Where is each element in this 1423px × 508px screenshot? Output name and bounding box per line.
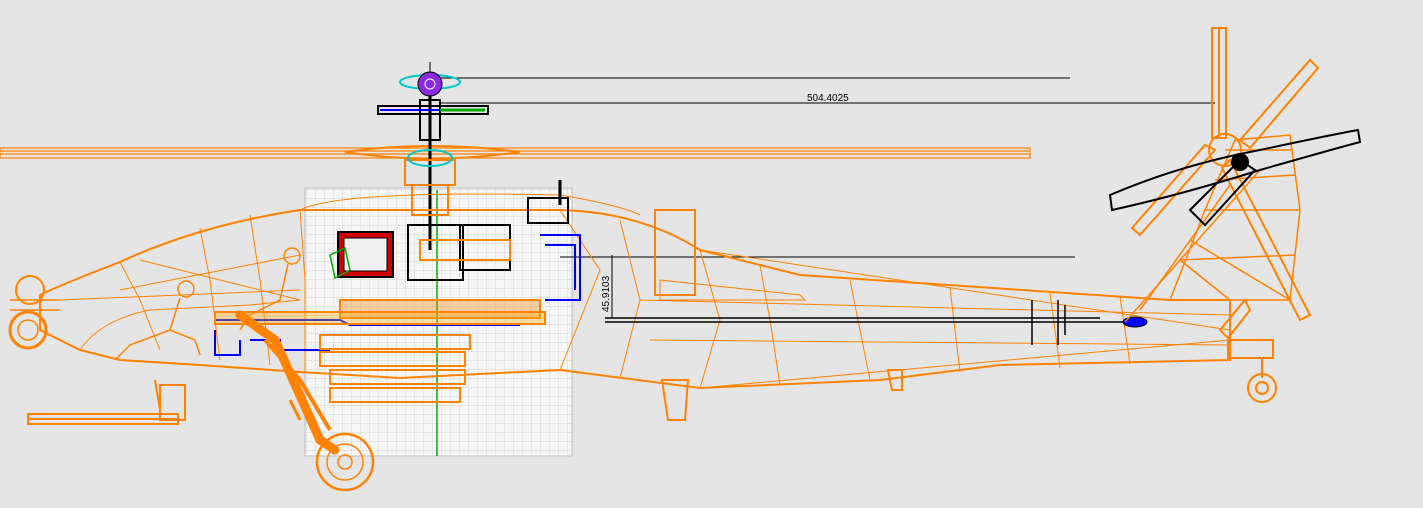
- dimension-horizontal: 504.4025: [807, 93, 849, 104]
- fuselage: [39, 193, 1231, 390]
- tail-drive-shaft: [605, 300, 1140, 345]
- nose-sensor: [8, 275, 60, 350]
- dimension-vertical: 45.9103: [601, 275, 612, 312]
- main-landing-gear: [235, 310, 375, 492]
- tail-wheel: [1218, 298, 1277, 403]
- main-rotor-blade: [0, 145, 1031, 160]
- engine-assembly: [329, 180, 569, 281]
- tail-stabilator: [1108, 128, 1362, 227]
- rotor-mast: [377, 80, 489, 250]
- belly-fin: [660, 369, 903, 421]
- tail-gearbox: [1122, 316, 1148, 328]
- weapon-pylons: [214, 299, 546, 403]
- tail-fin: [1124, 134, 1301, 323]
- tail-rotor: [1130, 27, 1320, 322]
- rotor-hub: [399, 71, 461, 97]
- dimension-lines: [429, 62, 1215, 318]
- chin-gun: [27, 379, 186, 425]
